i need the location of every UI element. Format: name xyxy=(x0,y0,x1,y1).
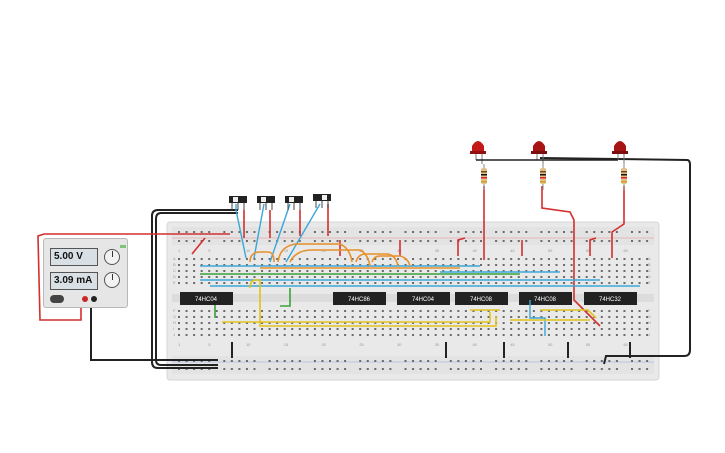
column-number: 25 xyxy=(359,342,364,347)
switch-3[interactable] xyxy=(285,196,303,210)
row-letter: I xyxy=(173,326,174,331)
row-letter: I xyxy=(648,326,649,331)
chip-1-label: 74HC04 xyxy=(195,297,218,303)
red-wires[interactable] xyxy=(37,186,625,327)
column-number: 55 xyxy=(586,248,591,253)
row-letter: G xyxy=(173,314,176,319)
led-3[interactable] xyxy=(612,141,628,164)
column-number: 55 xyxy=(586,342,591,347)
current-readout: 3.09 mA xyxy=(50,272,98,290)
column-number: 10 xyxy=(246,342,251,347)
row-letter: J xyxy=(648,332,650,337)
voltage-readout: 5.00 V xyxy=(50,248,98,266)
column-number: 50 xyxy=(548,248,553,253)
column-number: 5 xyxy=(208,248,211,253)
green-wires[interactable] xyxy=(200,273,520,318)
chip-2[interactable]: 74HC86 xyxy=(333,292,386,305)
led-2[interactable] xyxy=(531,141,547,164)
column-number: 1 xyxy=(178,248,181,253)
column-number: 45 xyxy=(510,248,515,253)
resistor-2[interactable] xyxy=(540,164,546,190)
column-number: 40 xyxy=(472,248,477,253)
chip-3-label: 74HC04 xyxy=(412,297,435,303)
column-number: 20 xyxy=(321,342,326,347)
negative-terminal[interactable] xyxy=(91,296,97,302)
chip-6-label: 74HC32 xyxy=(599,297,622,303)
row-letter: B xyxy=(648,262,651,267)
breadboard-holes[interactable] xyxy=(178,231,649,370)
black-wires[interactable] xyxy=(90,157,691,369)
column-number: 60 xyxy=(623,342,628,347)
switch-4[interactable] xyxy=(313,194,331,208)
column-number: 1 xyxy=(178,342,181,347)
column-number: 45 xyxy=(510,342,515,347)
row-letter: E xyxy=(648,280,651,285)
row-letter: A xyxy=(173,256,176,261)
row-letter: J xyxy=(173,332,175,337)
yellow-wires[interactable] xyxy=(222,279,597,327)
orange-wires[interactable] xyxy=(249,243,460,269)
column-number: 15 xyxy=(284,248,289,253)
blue-wires[interactable] xyxy=(200,203,640,336)
chip-1[interactable]: 74HC04 xyxy=(180,292,233,305)
row-letter: C xyxy=(173,268,176,273)
row-letter: F xyxy=(173,308,176,313)
row-letter: G xyxy=(648,314,651,319)
row-letter: E xyxy=(173,280,176,285)
chip-4-label: 74HC08 xyxy=(470,297,493,303)
resistor-3[interactable] xyxy=(621,164,627,190)
row-letter: H xyxy=(648,320,651,325)
chip-6[interactable]: 74HC32 xyxy=(584,292,637,305)
column-number: 15 xyxy=(284,342,289,347)
row-letter: C xyxy=(648,268,651,273)
resistor-1[interactable] xyxy=(481,164,487,190)
voltage-knob-icon[interactable] xyxy=(104,249,120,265)
column-number: 35 xyxy=(435,248,440,253)
row-letter: D xyxy=(648,274,651,279)
row-letter: B xyxy=(173,262,176,267)
chip-5-label: 74HC08 xyxy=(534,297,557,303)
row-letter: H xyxy=(173,320,176,325)
column-number: 35 xyxy=(435,342,440,347)
switch-1[interactable] xyxy=(229,196,247,210)
power-led-icon xyxy=(120,245,126,248)
chip-4[interactable]: 74HC08 xyxy=(455,292,508,305)
power-button[interactable] xyxy=(50,295,64,303)
positive-terminal[interactable] xyxy=(82,296,88,302)
chip-3[interactable]: 74HC04 xyxy=(397,292,450,305)
column-number: 30 xyxy=(397,342,402,347)
led-1[interactable] xyxy=(470,141,486,164)
column-number: 40 xyxy=(472,342,477,347)
row-letter: F xyxy=(648,308,651,313)
chip-5[interactable]: 74HC08 xyxy=(519,292,572,305)
row-letter: D xyxy=(173,274,176,279)
current-knob-icon[interactable] xyxy=(104,272,120,288)
column-number: 60 xyxy=(623,248,628,253)
power-supply[interactable]: 5.00 V 3.09 mA xyxy=(43,238,128,308)
row-letter: A xyxy=(648,256,651,261)
column-number: 50 xyxy=(548,342,553,347)
bottom-power-rail xyxy=(172,356,654,374)
chip-2-label: 74HC86 xyxy=(348,297,371,303)
column-number: 5 xyxy=(208,342,211,347)
switch-2[interactable] xyxy=(257,196,275,210)
column-number: 10 xyxy=(246,248,251,253)
